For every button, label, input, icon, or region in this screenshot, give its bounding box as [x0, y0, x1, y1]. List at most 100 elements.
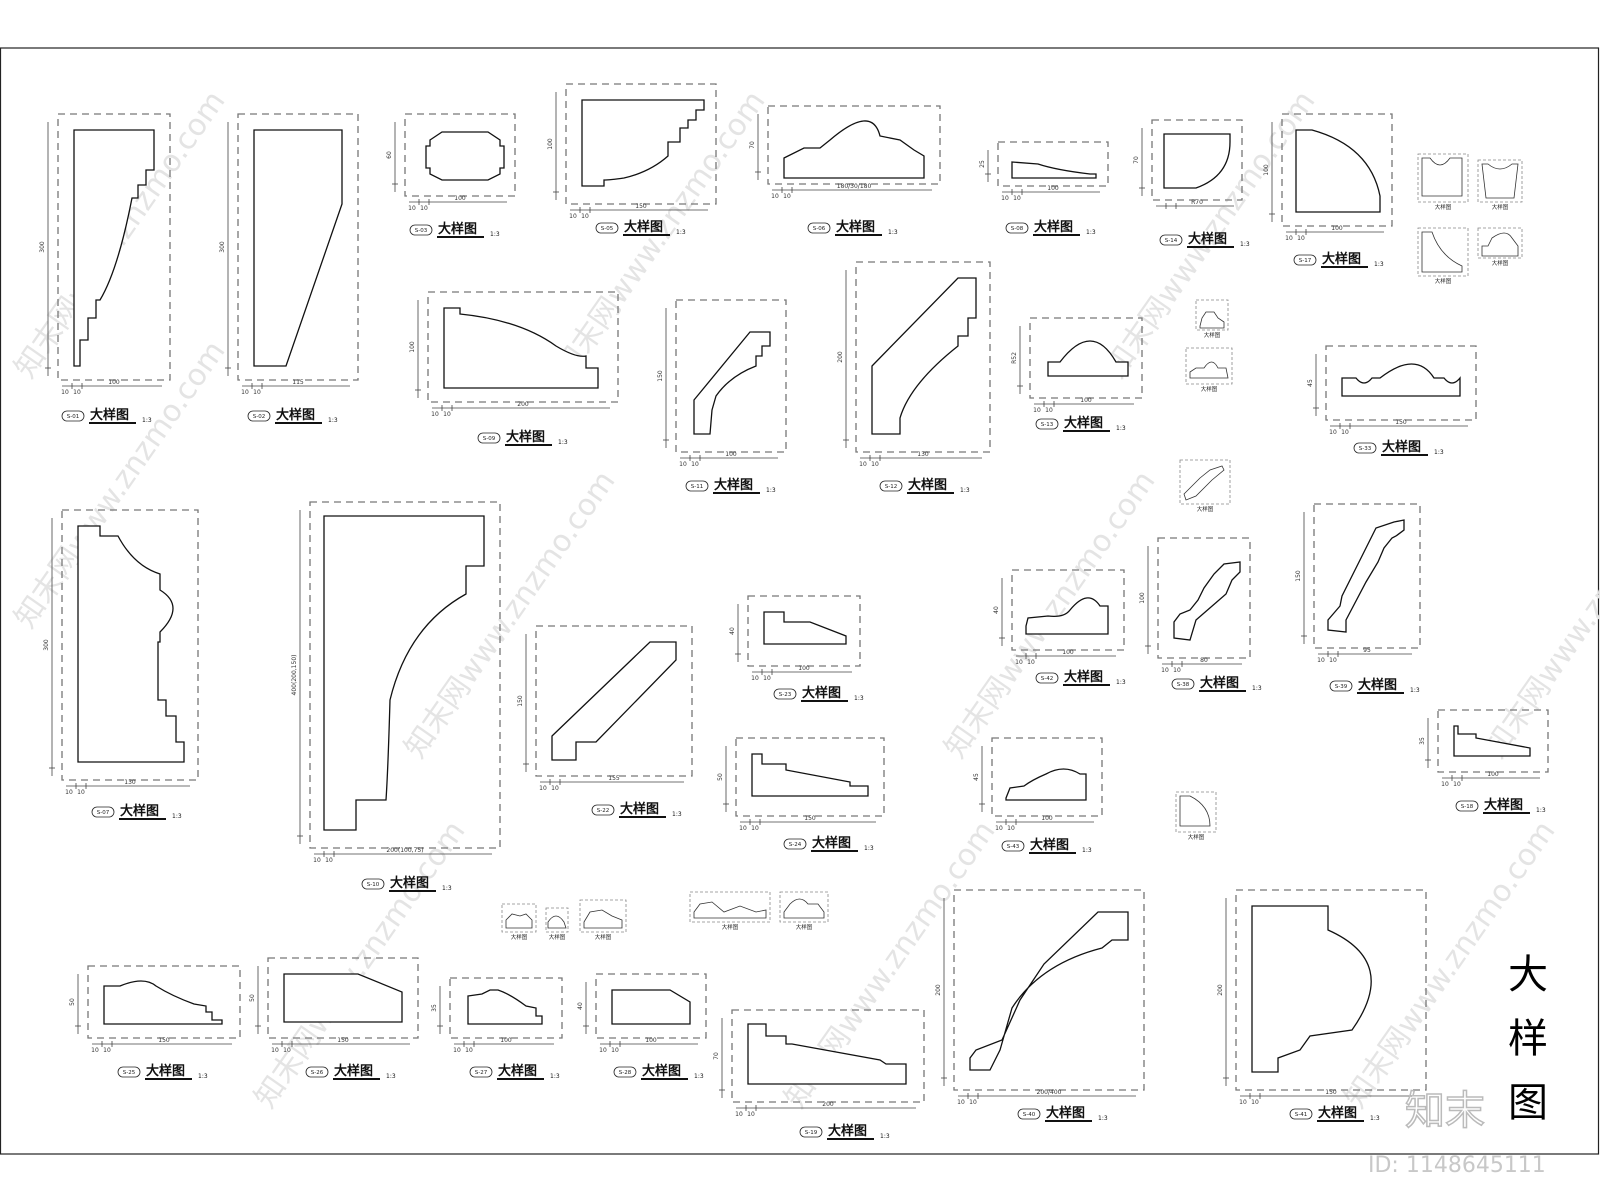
detail-boundary [735, 737, 885, 817]
detail-title: 大样图 [90, 407, 129, 423]
mini-profile [1183, 465, 1225, 501]
dimension-horizontal: 200(100,75) [386, 847, 423, 854]
detail-code: S-23 [779, 692, 792, 698]
mini-detail: 大样图 [1477, 227, 1523, 267]
detail-code-bubble [1289, 1108, 1313, 1120]
dimension-vertical: 150 [517, 695, 524, 707]
mini-detail: 大样图 [1185, 347, 1233, 393]
mini-boundary [501, 903, 537, 933]
detail-code: S-22 [597, 808, 609, 814]
mini-profile [1421, 231, 1463, 273]
detail-code-bubble [409, 224, 433, 236]
detail-title: 大样图 [120, 803, 159, 819]
detail-scale: 1:3 [386, 1073, 396, 1080]
molding-profile [551, 641, 677, 761]
detail-title: 大样图 [390, 875, 429, 891]
dimension-horizontal: 115 [292, 379, 304, 386]
detail-scale: 1:3 [676, 229, 686, 236]
detail-code: S-27 [475, 1070, 488, 1076]
detail-code-bubble [61, 410, 85, 422]
dimension-offset: 10 [1329, 429, 1337, 436]
detail-boundary [1235, 889, 1427, 1091]
detail-boundary [855, 261, 991, 453]
dimension-offset: 10 [751, 825, 759, 832]
molding-profile [611, 989, 691, 1025]
detail-code: S-18 [1461, 804, 1474, 810]
detail-boundary [675, 299, 787, 453]
mini-profile [1179, 795, 1211, 827]
dimension-offset: 10 [691, 461, 699, 468]
dimension-offset: 10 [739, 825, 747, 832]
mini-title: 大样图 [595, 933, 612, 941]
mini-boundary [1185, 347, 1233, 385]
dimension-vertical: 70 [749, 141, 756, 149]
detail-title: 大样图 [836, 219, 875, 235]
dimension-horizontal: 100 [108, 379, 120, 386]
dimension-vertical: 300 [219, 241, 226, 253]
dimension-horizontal: 100 [1080, 397, 1092, 404]
detail-scale: 1:3 [1370, 1115, 1380, 1122]
dimension-offset: 10 [1045, 407, 1053, 414]
detail-boundary [267, 957, 419, 1039]
mini-profile [783, 898, 825, 919]
detail-boundary [61, 509, 199, 781]
detail-boundary [309, 501, 501, 849]
mini-title: 大样图 [1492, 203, 1509, 211]
dimension-horizontal: 100 [1487, 771, 1499, 778]
detail-title: 大样图 [1188, 231, 1227, 247]
detail-title: 大样图 [828, 1123, 867, 1139]
detail-scale: 1:3 [888, 229, 898, 236]
dimension-vertical: 45 [973, 773, 980, 781]
dimension-horizontal: 150 [158, 1037, 170, 1044]
dimension-offset: 10 [1341, 429, 1349, 436]
dimension-offset: 10 [969, 1099, 977, 1106]
detail-code-bubble [1017, 1108, 1041, 1120]
dimension-vertical: 50 [717, 773, 724, 781]
dimension-offset: 10 [91, 1047, 99, 1054]
detail-code: S-19 [805, 1130, 818, 1136]
dimension-offset: 10 [859, 461, 867, 468]
dimension-offset: 10 [1453, 781, 1461, 788]
detail-title: 大样图 [1484, 797, 1523, 813]
dimension-vertical: 200 [1217, 984, 1224, 996]
detail-boundary [1325, 345, 1477, 421]
detail-boundary [57, 113, 171, 381]
mini-title: 大样图 [1492, 259, 1509, 267]
detail-scale: 1:3 [766, 487, 776, 494]
detail-scale: 1:3 [1086, 229, 1096, 236]
dimension-offset: 10 [453, 1047, 461, 1054]
detail-title: 大样图 [1318, 1105, 1357, 1121]
dimension-vertical: 35 [1419, 737, 1426, 745]
dimension-horizontal: 80 [1200, 657, 1208, 664]
dimension-horizontal: 100 [1047, 185, 1059, 192]
dimension-horizontal: 200 [822, 1101, 834, 1108]
molding-profile [323, 515, 485, 831]
mini-boundary [545, 907, 569, 933]
dimension-offset: 10 [431, 411, 439, 418]
mini-title: 大样图 [722, 923, 739, 931]
detail-scale: 1:3 [960, 487, 970, 494]
dimension-vertical: 60 [386, 151, 393, 159]
dimension-offset: 10 [313, 857, 321, 864]
detail-code: S-25 [123, 1070, 136, 1076]
mini-profile [583, 909, 623, 929]
mini-profile [1421, 157, 1463, 197]
detail-boundary [1313, 503, 1421, 649]
dimension-offset: 10 [751, 675, 759, 682]
dimension-horizontal: 100 [500, 1037, 512, 1044]
detail-code-bubble [247, 410, 271, 422]
dimension-horizontal: 155 [608, 775, 620, 782]
dimension-horizontal: 200 [517, 401, 529, 408]
mini-title: 大样图 [511, 933, 528, 941]
mini-profile [1199, 311, 1225, 329]
detail-scale: 1:3 [490, 231, 500, 238]
mini-title: 大样图 [1435, 203, 1452, 211]
dimension-offset: 10 [1015, 659, 1023, 666]
